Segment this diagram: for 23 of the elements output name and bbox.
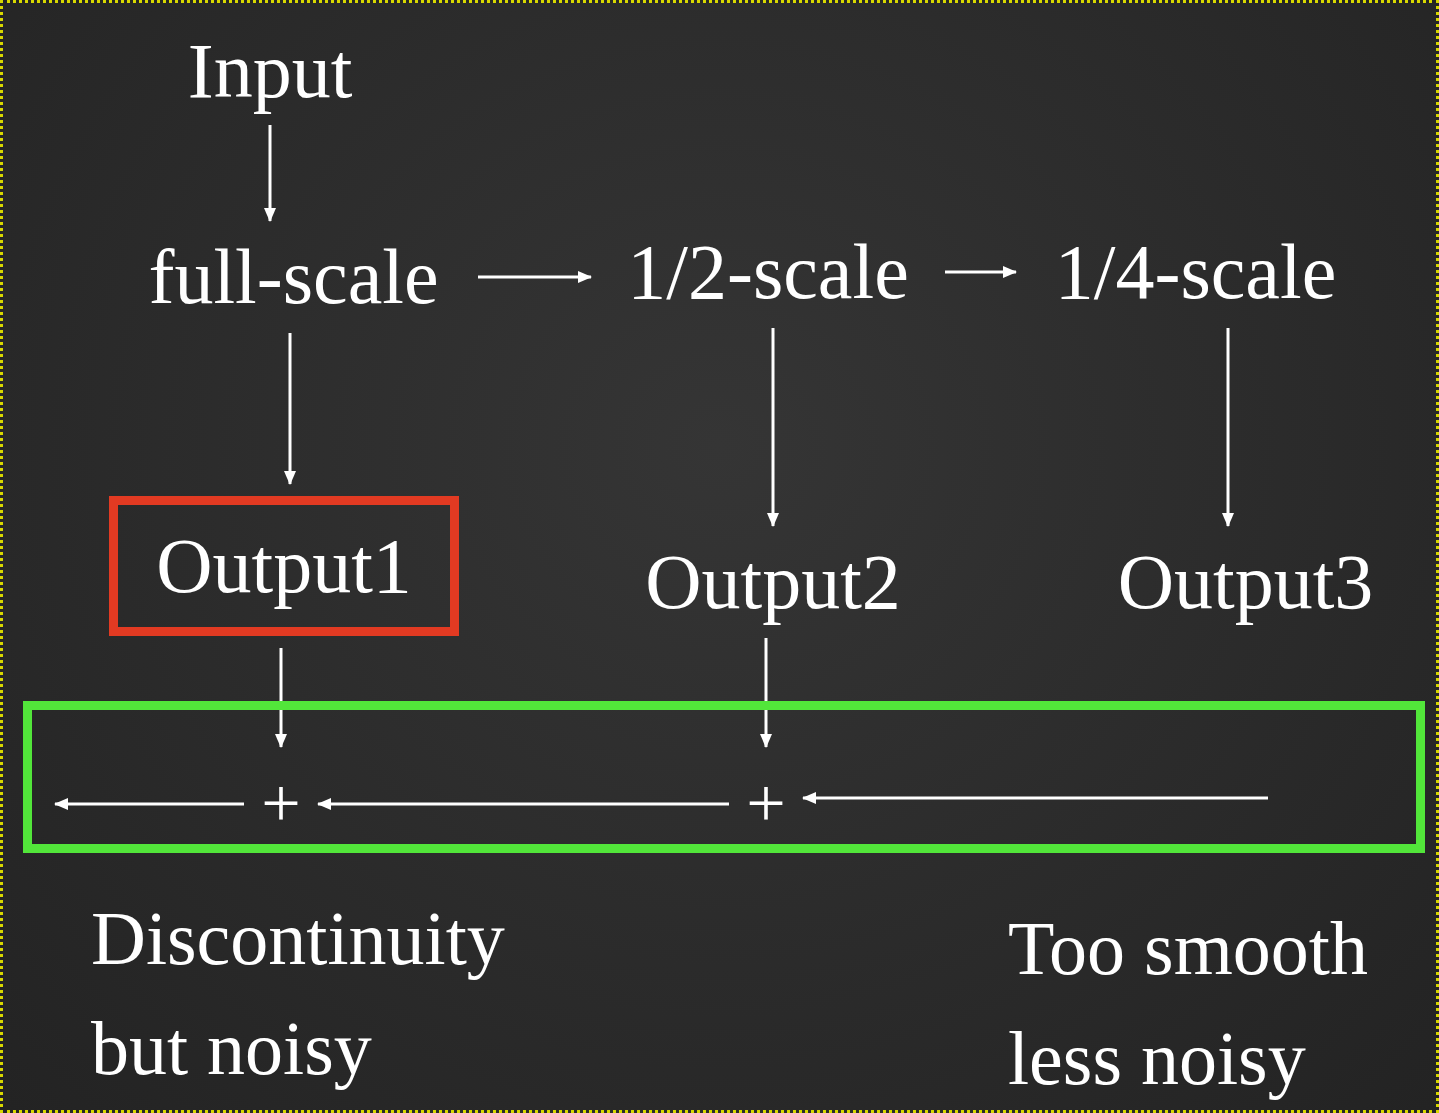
stage-label: full-scale [121,233,466,321]
arrow [54,798,244,810]
output-label: Output3 [1093,538,1398,626]
arrow [478,271,592,283]
arrow [284,333,296,485]
arrow [317,798,729,810]
arrow [1222,328,1234,527]
stage-label: 1/2-scale [603,228,933,316]
highlight-band [23,701,1425,853]
stage-label: 1/4-scale [1028,228,1363,316]
arrow [802,792,1268,804]
arrow [264,125,276,222]
note-text: Too smooth less noisy [1008,905,1369,1103]
output-label: Output2 [618,538,928,626]
input-label: Input [170,28,370,113]
arrow [275,648,287,748]
plus-sign: + [741,759,791,849]
plus-sign: + [256,759,306,849]
note-text: Discontinuity but noisy [91,895,506,1093]
highlight-box [109,496,459,636]
arrow [767,328,779,527]
arrow [945,266,1017,278]
arrow [760,638,772,748]
